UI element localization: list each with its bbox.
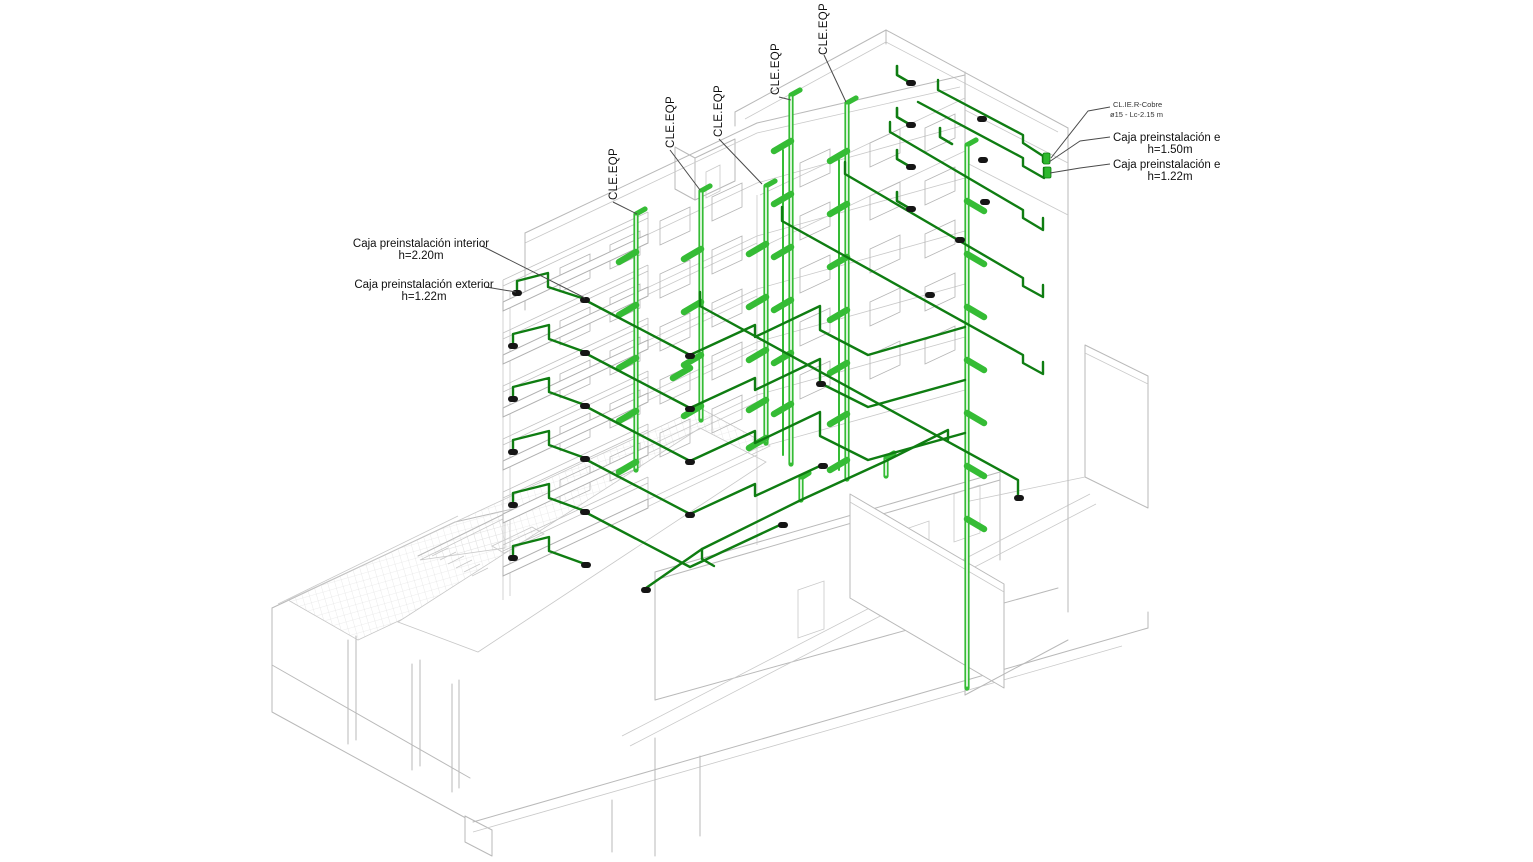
annotation-caja-150-height: h=1.50m: [1147, 144, 1192, 156]
annotation-caja-exterior-title: Caja preinstalación exterior: [354, 279, 494, 291]
annotation-cobre-title: CL.IE.R-Cobre: [1113, 100, 1162, 109]
green-risers: [619, 87, 984, 691]
leader-caja-exterior: [485, 286, 517, 293]
riser-label-4: CLE.EQP: [770, 43, 782, 95]
preinstall-box-150: [1042, 152, 1051, 165]
annotation-caja-122-title: Caja preinstalación e: [1113, 159, 1220, 171]
leader-caja-150: [1048, 136, 1111, 163]
leader-cle-eqp-1: [612, 201, 638, 215]
leader-caja-122: [1049, 163, 1111, 174]
right-annex: [849, 344, 1149, 689]
roof-outlet-stubs: [895, 64, 954, 210]
annotation-caja-interior-title: Caja preinstalación interior: [353, 238, 489, 250]
annotation-caja-122-height: h=1.22m: [1147, 171, 1192, 183]
annotation-cobre-subtitle: ø15 - Lc-2.15 m: [1110, 110, 1163, 119]
annotation-caja-150-title: Caja preinstalación e: [1113, 132, 1220, 144]
leader-cle-eqp-3: [718, 138, 763, 185]
green-runs: [511, 78, 1052, 590]
leader-caja-interior: [481, 245, 586, 299]
leader-cobre: [1050, 106, 1111, 159]
leader-cle-eqp-5: [823, 54, 847, 103]
deck-opening: [397, 427, 767, 653]
annotation-caja-exterior-height: h=1.22m: [401, 291, 446, 303]
leader-cle-eqp-2: [669, 149, 701, 191]
podium: [271, 407, 1149, 857]
leader-lines: [481, 54, 1111, 299]
riser-label-2: CLE.EQP: [665, 96, 677, 148]
riser-label-3: CLE.EQP: [713, 85, 725, 137]
riser-label-5: CLE.EQP: [818, 3, 830, 55]
preinstall-box-122: [1043, 166, 1052, 179]
stair-ramp: [419, 517, 506, 561]
riser-label-1: CLE.EQP: [608, 148, 620, 200]
annotation-caja-interior-height: h=2.20m: [398, 250, 443, 262]
leader-cle-eqp-4: [778, 96, 792, 101]
labels: CLE.EQP CLE.EQP CLE.EQP CLE.EQP CLE.EQP …: [353, 3, 1220, 303]
